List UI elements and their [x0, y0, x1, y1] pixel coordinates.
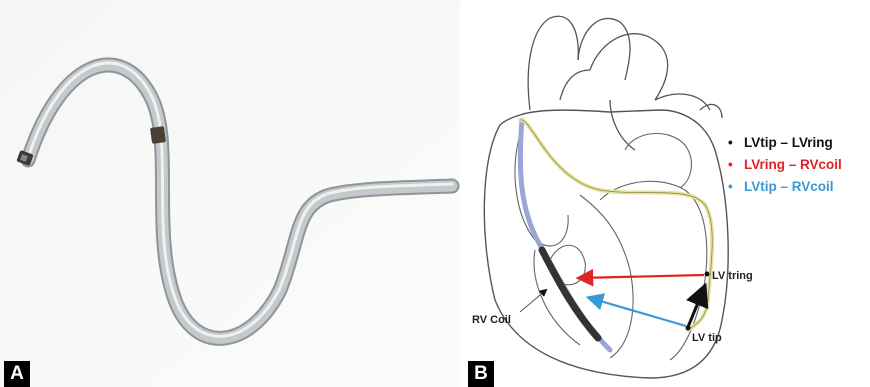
panel-b: LV tring RV Coil LV tip •LVtip – LVring …	[460, 0, 870, 387]
panel-a: A	[0, 0, 460, 387]
legend-item-lvtip-lvring: •LVtip – LVring	[728, 132, 842, 154]
label-lv-tip: LV tip	[692, 332, 722, 344]
lead-photo	[0, 0, 460, 387]
panel-label-a: A	[4, 361, 30, 387]
label-lv-tring: LV tring	[712, 270, 753, 282]
vector-lvring-rvcoil	[580, 275, 704, 278]
lv-lead	[520, 120, 712, 330]
rv-coil	[542, 250, 598, 338]
rv-coil-pointer	[520, 290, 546, 312]
ring-electrode-band	[150, 126, 166, 144]
legend-item-lvtip-rvcoil: •LVtip – RVcoil	[728, 176, 842, 198]
vector-lvtip-rvcoil	[590, 298, 686, 326]
lv-ring-electrode	[705, 272, 710, 277]
legend: •LVtip – LVring •LVring – RVcoil •LVtip …	[728, 132, 842, 198]
panel-label-b: B	[468, 361, 494, 387]
label-rv-coil: RV Coil	[472, 314, 511, 326]
great-vessels	[528, 16, 722, 150]
legend-item-lvring-rvcoil: •LVring – RVcoil	[728, 154, 842, 176]
